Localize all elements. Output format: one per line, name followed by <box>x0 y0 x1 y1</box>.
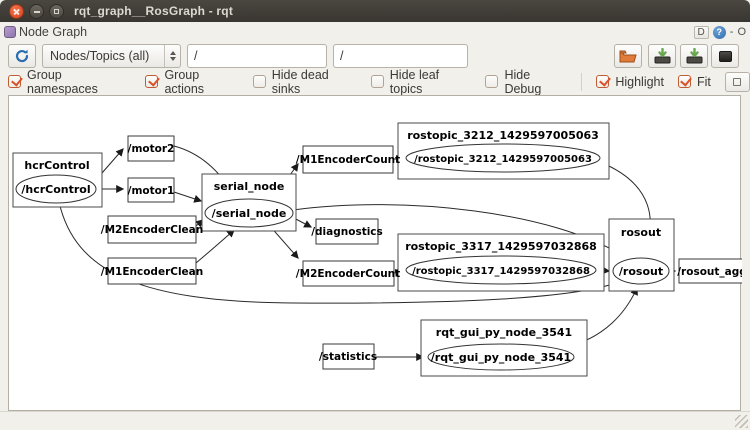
cluster-rostopic-3317: rostopic_3317_1429597032868 /rostopic_33… <box>397 233 605 292</box>
checkbox-icon <box>370 75 384 88</box>
checkbox-label: Group namespaces <box>27 67 98 96</box>
checkbox-hide-leaf-topics[interactable]: Hide leaf topics <box>370 67 472 96</box>
screenshot-icon <box>718 50 732 62</box>
toolbar-main: Nodes/Topics (all) <box>0 42 750 70</box>
checkbox-icon <box>252 75 266 88</box>
checkbox-hide-dead-sinks[interactable]: Hide dead sinks <box>252 67 357 96</box>
topic-label: /M1EncoderClean <box>101 266 203 278</box>
checkbox-icon <box>485 75 499 88</box>
cluster-rqt-gui-py-node: rqt_gui_py_node_3541 /rqt_gui_py_node_35… <box>420 319 588 377</box>
refresh-icon <box>15 49 29 63</box>
filter-topics-input[interactable] <box>187 44 327 68</box>
cluster-hcrControl: hcrControl /hcrControl <box>12 152 103 208</box>
cluster-label: rosout <box>621 226 661 239</box>
checkbox-group-actions[interactable]: Group actions <box>145 68 238 96</box>
cluster-rostopic-3212: rostopic_3212_1429597005063 /rostopic_32… <box>397 122 610 180</box>
topic-m1encodercount: /M1EncoderCount <box>296 145 400 174</box>
checkbox-label: Fit <box>696 74 711 89</box>
cluster-label: rqt_gui_py_node_3541 <box>436 326 572 339</box>
ros-node-graph: hcrControl /hcrControl serial_node /seri… <box>12 122 742 377</box>
topic-rosout-agg: /rosout_agg <box>677 258 742 284</box>
filter-nodes-input[interactable] <box>333 44 468 68</box>
checkbox-highlight[interactable]: Highlight <box>596 75 664 89</box>
node-hcrControl: /hcrControl <box>21 183 90 196</box>
topic-diagnostics: /diagnostics <box>311 218 383 245</box>
topic-statistics: /statistics <box>319 343 377 370</box>
node-graph-plugin-icon <box>4 26 16 38</box>
topic-m2encoderclean: /M2EncoderClean <box>101 215 203 244</box>
checkbox-label: Hide leaf topics <box>389 67 440 96</box>
topic-label: /M2EncoderClean <box>101 224 203 236</box>
topic-m2encodercount: /M2EncoderCount <box>296 260 400 287</box>
window-minimize-button[interactable] <box>29 3 44 19</box>
topic-motor2: /motor2 <box>127 135 175 162</box>
refresh-graph-button[interactable] <box>8 44 36 68</box>
checkbox-fit[interactable]: Fit <box>677 74 711 89</box>
graph-type-selected-value: Nodes/Topics (all) <box>50 49 150 63</box>
panel-collapse-button[interactable]: - <box>729 25 734 38</box>
node-rostopic-3317: /rostopic_3317_1429597032868 <box>412 266 590 277</box>
fit-view-icon <box>733 77 742 86</box>
node-rostopic-3212: /rostopic_3212_1429597005063 <box>414 154 592 165</box>
save-dot-button[interactable] <box>648 44 676 68</box>
topic-label: /M2EncoderCount <box>296 268 400 280</box>
checkbox-hide-debug[interactable]: Hide Debug <box>485 68 567 96</box>
checkbox-group-namespaces[interactable]: Group namespaces <box>8 68 131 96</box>
cluster-label: hcrControl <box>24 159 89 172</box>
topic-label: /rosout_agg <box>677 266 742 278</box>
save-image-button[interactable] <box>680 44 708 68</box>
help-icon[interactable]: ? <box>712 25 726 39</box>
combo-spinner-icon <box>164 45 180 67</box>
topic-m1encoderclean: /M1EncoderClean <box>101 257 203 285</box>
toolbar-separator <box>581 72 583 91</box>
open-folder-icon <box>619 50 637 62</box>
checkbox-label: Hide dead sinks <box>271 67 329 96</box>
panel-header: Node Graph D ? - O <box>0 22 750 42</box>
load-dot-button[interactable] <box>614 44 642 68</box>
fit-in-view-button[interactable] <box>724 71 750 92</box>
statusbar <box>0 411 750 430</box>
panel-close-button[interactable]: O <box>737 25 746 38</box>
cluster-serial-node: serial_node /serial_node <box>201 173 297 232</box>
checkbox-label: Group actions <box>164 67 205 96</box>
topic-label: /diagnostics <box>311 226 383 238</box>
graph-type-select[interactable]: Nodes/Topics (all) <box>42 44 181 68</box>
topic-motor1: /motor1 <box>127 177 175 203</box>
checkbox-icon <box>596 75 610 88</box>
titlebar[interactable]: rqt_graph__RosGraph - rqt <box>0 0 750 22</box>
cluster-label: rostopic_3317_1429597032868 <box>405 240 597 253</box>
checkbox-icon <box>677 75 691 88</box>
node-rqt-gui-py-node: /rqt_gui_py_node_3541 <box>431 351 571 364</box>
minimize-icon <box>33 11 40 13</box>
screenshot-button[interactable] <box>711 44 739 68</box>
checkbox-icon <box>8 75 21 88</box>
resize-grip-icon[interactable] <box>735 415 748 428</box>
graph-canvas[interactable]: hcrControl /hcrControl serial_node /seri… <box>8 95 742 411</box>
toolbar-options: Group namespaces Group actions Hide dead… <box>0 67 750 96</box>
checkbox-icon <box>145 75 159 88</box>
topic-label: /statistics <box>319 351 377 363</box>
checkbox-label: Hide Debug <box>504 67 542 96</box>
save-as-icon <box>686 48 702 64</box>
cluster-label: serial_node <box>214 180 285 193</box>
cluster-label: rostopic_3212_1429597005063 <box>407 129 599 142</box>
topic-label: /motor1 <box>128 185 175 197</box>
panel-title: Node Graph <box>19 25 88 39</box>
topic-label: /M1EncoderCount <box>296 154 400 166</box>
window-maximize-button[interactable] <box>49 3 64 19</box>
topic-label: /motor2 <box>128 143 175 155</box>
node-rosout: /rosout <box>619 265 663 278</box>
window-close-button[interactable] <box>9 3 24 19</box>
checkbox-label: Highlight <box>615 74 664 89</box>
maximize-icon <box>54 8 59 14</box>
cluster-rosout: rosout /rosout <box>608 218 675 292</box>
save-icon <box>654 48 670 64</box>
node-serial-node: /serial_node <box>212 207 287 220</box>
window-title: rqt_graph__RosGraph - rqt <box>74 4 234 18</box>
panel-dock-button[interactable]: D <box>693 25 709 39</box>
